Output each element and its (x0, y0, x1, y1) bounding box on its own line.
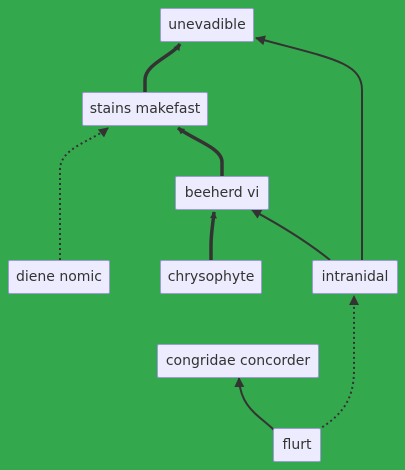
edge-beeherd-vi-to-stains-makefast (176, 126, 224, 176)
edge-flurt-to-intranidal (317, 295, 359, 431)
node-congridae-concorder[interactable]: congridae concorder (157, 344, 319, 378)
edge-flurt-to-congridae-concorder (234, 377, 275, 431)
node-beeherd-vi[interactable]: beeherd vi (175, 176, 269, 210)
node-flurt[interactable]: flurt (273, 428, 321, 462)
edge-diene-nomic-to-stains-makefast (59, 127, 109, 260)
edge-stains-makefast-to-unevadible (143, 42, 182, 92)
edge-chrysophyte-to-beeherd-vi (209, 211, 217, 260)
node-diene-nomic[interactable]: diene nomic (8, 260, 110, 294)
node-intranidal[interactable]: intranidal (312, 260, 398, 294)
node-chrysophyte[interactable]: chrysophyte (160, 260, 262, 294)
edge-intranidal-to-beeherd-vi (251, 209, 331, 261)
node-stains-makefast[interactable]: stains makefast (82, 92, 208, 126)
edge-intranidal-to-unevadible (255, 35, 363, 260)
node-unevadible[interactable]: unevadible (160, 8, 254, 42)
